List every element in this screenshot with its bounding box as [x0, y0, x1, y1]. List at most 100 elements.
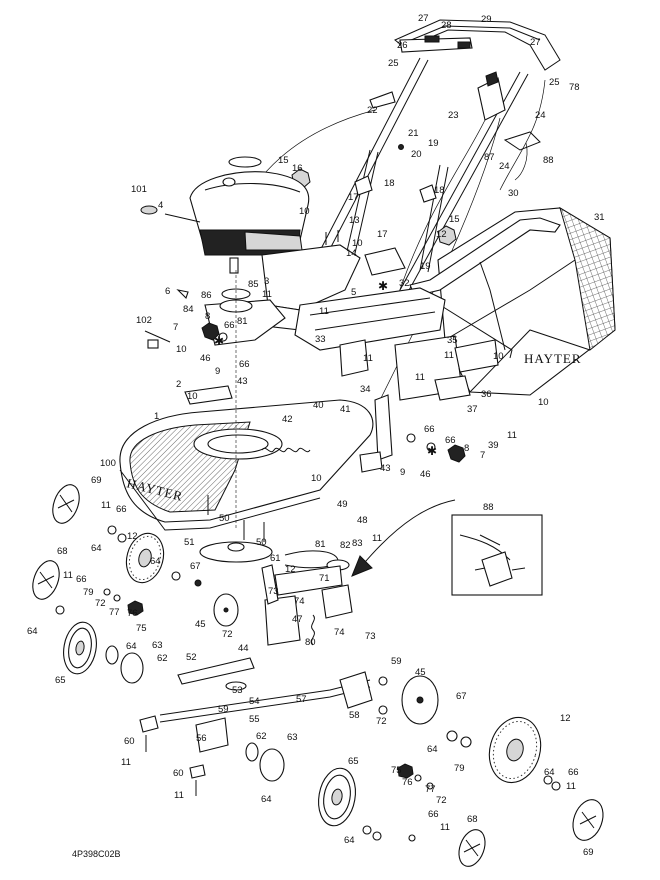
right-wheels [245, 675, 604, 867]
inset-label: 88 [483, 502, 494, 513]
part-label: 5 [351, 287, 356, 298]
part-label: 63 [152, 640, 163, 651]
part-label: 22 [367, 105, 378, 116]
part-label: 64 [150, 556, 161, 567]
part-label: 85 [248, 279, 259, 290]
part-label: 55 [249, 714, 260, 725]
part-label: 10 [176, 344, 187, 355]
part-label: 40 [313, 400, 324, 411]
part-label: 10 [187, 391, 198, 402]
part-label: 68 [467, 814, 478, 825]
part-label: 81 [237, 316, 248, 327]
part-label: 66 [224, 320, 235, 331]
part-label: 36 [481, 389, 492, 400]
part-label: 18 [434, 185, 445, 196]
part-label: 3 [264, 276, 269, 287]
part-label: 41 [340, 404, 351, 415]
part-label: 61 [270, 553, 281, 564]
part-label: 62 [157, 653, 168, 664]
part-label: 1 [154, 411, 159, 422]
part-label: 12 [560, 713, 571, 724]
part-label: 15 [449, 214, 460, 225]
part-label: 64 [27, 626, 38, 637]
part-label: 64 [427, 744, 438, 755]
part-label: 37 [467, 404, 478, 415]
part-label: 11 [444, 350, 454, 361]
part-label: 29 [481, 14, 492, 25]
part-label: 56 [196, 733, 207, 744]
part-label: 23 [448, 110, 459, 121]
part-label: 102 [136, 315, 152, 326]
part-label: 30 [508, 188, 519, 199]
svg-text:✱: ✱ [214, 334, 224, 348]
part-label: 59 [218, 704, 229, 715]
deck: HAYTER [119, 399, 374, 531]
part-label: 11 [174, 790, 184, 801]
part-label: 64 [126, 641, 137, 652]
part-label: 10 [538, 397, 549, 408]
part-label: 52 [186, 652, 197, 663]
part-label: 12 [436, 229, 447, 240]
part-label: 8 [464, 443, 469, 454]
part-label: 64 [91, 543, 102, 554]
handle-assembly [219, 19, 561, 401]
part-label: 64 [261, 794, 272, 805]
part-label: 34 [360, 384, 371, 395]
part-label: 11 [372, 533, 382, 544]
part-label: 12 [285, 564, 296, 575]
part-label: 47 [292, 614, 303, 625]
part-label: 74 [294, 596, 305, 607]
part-label: 67 [190, 561, 201, 572]
part-label: 84 [183, 304, 194, 315]
part-label: 10 [299, 206, 310, 217]
part-label: 65 [348, 756, 359, 767]
part-label: 6 [165, 286, 170, 297]
part-label: 39 [488, 440, 499, 451]
part-label: 45 [195, 619, 206, 630]
part-label: 46 [420, 469, 431, 480]
part-label: 77 [109, 607, 120, 618]
part-label: 31 [594, 212, 605, 223]
svg-text:✱: ✱ [378, 279, 388, 293]
part-label: 19 [428, 138, 439, 149]
part-label: 8 [205, 311, 210, 322]
part-label: 11 [121, 757, 131, 768]
part-label: 13 [349, 215, 360, 226]
part-label: 45 [415, 667, 426, 678]
part-label: 51 [184, 537, 195, 548]
part-label: 60 [124, 736, 135, 747]
part-label: 71 [319, 573, 330, 584]
part-label: 66 [116, 504, 127, 515]
part-label: 74 [334, 627, 345, 638]
part-label: 80 [305, 637, 316, 648]
svg-text:✱: ✱ [427, 444, 437, 458]
part-label: 24 [499, 161, 510, 172]
part-label: 11 [262, 289, 272, 300]
part-label: 10 [311, 473, 322, 484]
part-label: 54 [249, 696, 260, 707]
part-label: 9 [215, 366, 220, 377]
part-label: 57 [296, 694, 307, 705]
part-label: 32 [399, 278, 410, 289]
part-label: 82 [340, 540, 351, 551]
part-label: 11 [440, 822, 450, 833]
part-label: 66 [239, 359, 250, 370]
part-label: 66 [428, 809, 439, 820]
part-label: 64 [544, 767, 555, 778]
part-label: 25 [388, 58, 399, 69]
part-label: 81 [315, 539, 326, 550]
part-label: 75 [391, 765, 402, 776]
part-label: 11 [507, 430, 517, 441]
part-label: 72 [436, 795, 447, 806]
part-label: 83 [352, 538, 363, 549]
part-label: 24 [535, 110, 546, 121]
part-label: 50 [219, 513, 230, 524]
part-label: 73 [268, 586, 279, 597]
part-label: 10 [493, 351, 504, 362]
part-label: 76 [402, 777, 413, 788]
part-label: 79 [454, 763, 465, 774]
part-label: 15 [278, 155, 289, 166]
part-label: 67 [456, 691, 467, 702]
